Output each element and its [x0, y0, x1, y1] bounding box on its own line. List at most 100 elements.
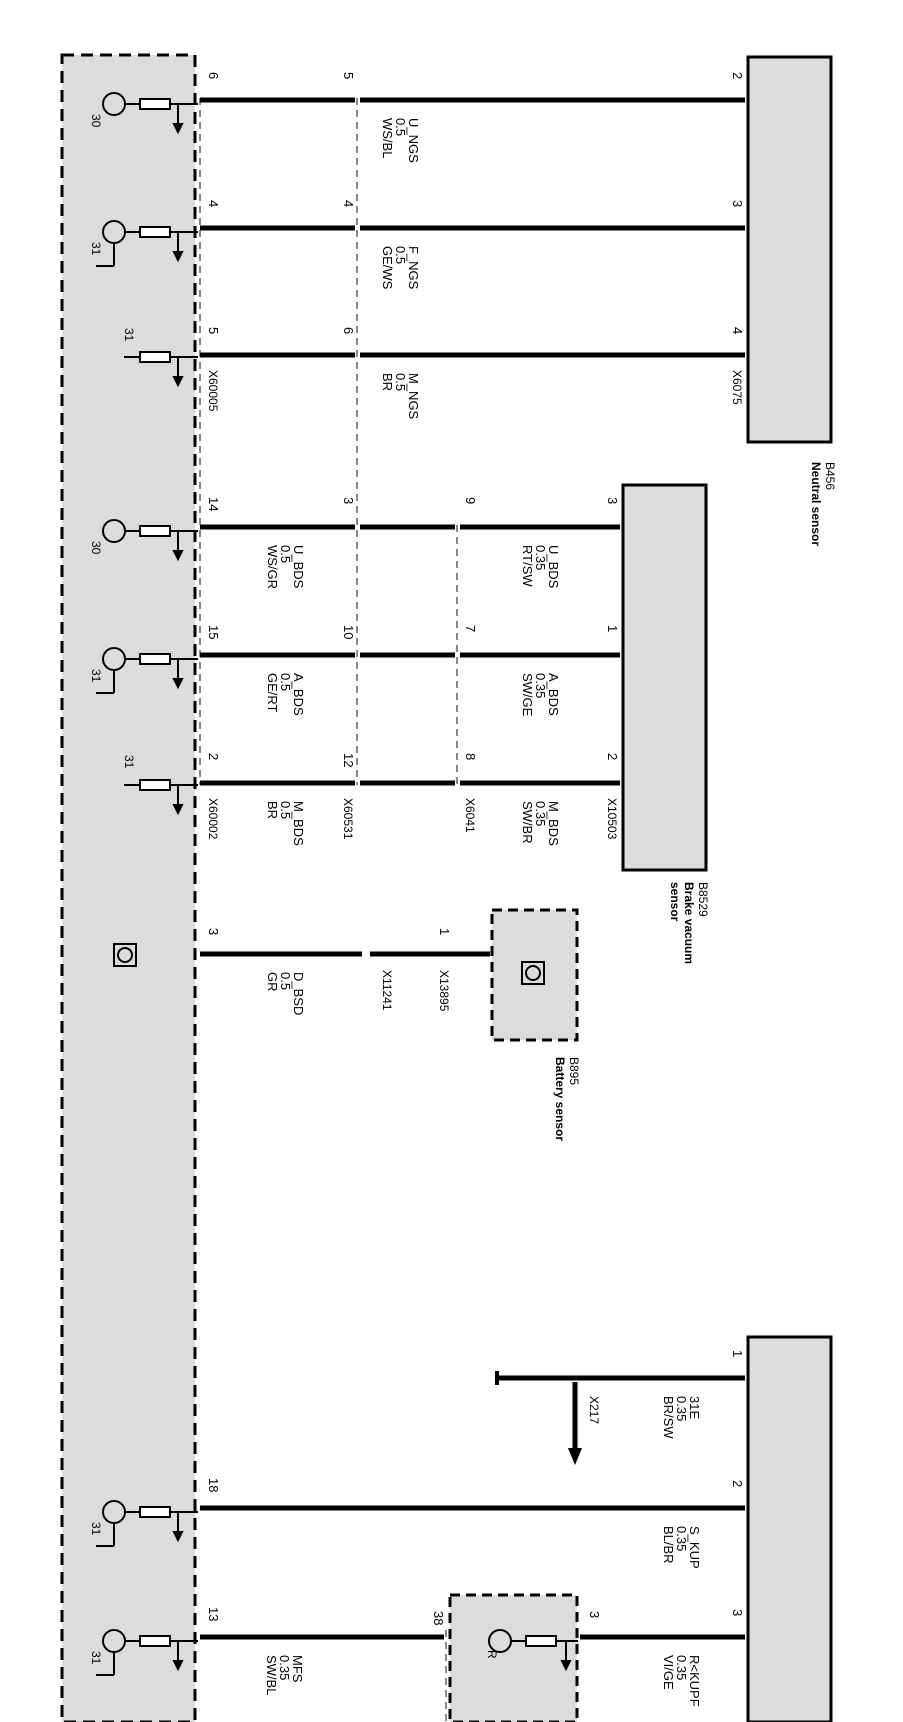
wire-color-label: BR: [380, 373, 395, 391]
pin-mid-label: 3: [341, 497, 356, 504]
bottom-component-block: [746, 1335, 833, 1722]
connector-x217: X217: [587, 1396, 601, 1424]
pin-right-label: 4: [730, 327, 745, 334]
wire-color-label: GE/WS: [380, 246, 395, 290]
wire-size-label: 0.35: [674, 1655, 689, 1680]
battery-sensor-block: [490, 908, 579, 1042]
diagnostic-symbol-control-unit: [113, 943, 137, 967]
wire-size-label: 0.5: [278, 801, 293, 819]
connector-x6075: X6075: [730, 370, 744, 405]
pin-right-label: 3: [730, 200, 745, 207]
neutral-sensor-block: [746, 55, 833, 444]
wire-size-label: 0.5: [278, 673, 293, 691]
pin-right-label: 1: [605, 625, 620, 632]
wire-color-label: BL/BR: [661, 1526, 676, 1564]
pin-right-label: 1: [730, 1350, 745, 1357]
pin-right-label: 2: [730, 1480, 745, 1487]
transistor-f-ngs: [96, 220, 198, 267]
pin-left-label: 4: [206, 200, 221, 207]
pin-right-label: 3: [730, 1609, 745, 1616]
supply-label: 31: [89, 669, 103, 683]
wire-color-label: GE/RT: [265, 673, 280, 713]
wire-size-label: 0.35: [277, 1655, 292, 1680]
brake-sensor-name-2: sensor: [668, 882, 682, 922]
inner-size-label: 0.35: [533, 545, 548, 570]
wire-size-label: 0.5: [393, 246, 408, 264]
inner-color-label: RT/SW: [520, 545, 535, 587]
wire-31e: [495, 1371, 745, 1465]
supply-label: 31: [89, 1651, 103, 1665]
pin-right-label: 2: [605, 753, 620, 760]
neutral-sensor-name: Neutral sensor: [809, 462, 823, 546]
supply-label: 30: [89, 541, 103, 555]
wire-name-label: D_BSD: [291, 972, 306, 1015]
transistor-a-bds: [96, 647, 198, 694]
relay-block: [448, 1593, 579, 1722]
relay-label: R: [485, 1650, 499, 1659]
pin-right-label: 1: [437, 928, 452, 935]
diagnostic-symbol-battery-sensor: [521, 961, 545, 985]
transistor-mfs: [96, 1629, 198, 1676]
pin-right-label: 2: [730, 72, 745, 79]
wire-name-label: M_NGS: [406, 373, 421, 420]
pin-left-label: 5: [206, 327, 221, 334]
pin-inner-label: 8: [463, 753, 478, 760]
connector-x11241: X11241: [380, 970, 394, 1011]
pin-mid-label: 5: [341, 72, 356, 79]
pin-mid-label: 10: [341, 625, 356, 639]
neutral-sensor-id: B456: [823, 462, 837, 490]
wire-size-label: 0.35: [674, 1526, 689, 1551]
pin-left-label: 13: [206, 1607, 221, 1621]
connector-x13895: X13895: [437, 970, 451, 1012]
pin-left-label: 18: [206, 1478, 221, 1492]
pin-right-label: 3: [605, 497, 620, 504]
supply-label: 31: [89, 242, 103, 256]
pin-mid-label: 4: [341, 200, 356, 207]
wire-name-label: 31E: [687, 1396, 702, 1419]
pin-mid-label: 6: [341, 327, 356, 334]
pin-mid-label: 38: [431, 1611, 446, 1625]
wire-name-label: R<KUPF: [687, 1655, 702, 1707]
supply-label: 31: [122, 328, 136, 342]
battery-sensor-id: B895: [567, 1057, 581, 1085]
pin-left-label: 6: [206, 72, 221, 79]
inner-color-label: SW/GE: [520, 673, 535, 717]
wire-name-label: A_BDS: [291, 673, 306, 716]
wire-color-label: WS/GR: [265, 545, 280, 589]
inner-name-label: A_BDS: [546, 673, 561, 716]
pin-mid-label: 3: [587, 1611, 602, 1618]
wire-name-label: U_BDS: [291, 545, 306, 589]
wire-size-label: 0.5: [278, 972, 293, 990]
transistor-s-kup: [96, 1500, 198, 1547]
brake-sensor-id: B8529: [696, 882, 710, 917]
supply-label: 30: [89, 114, 103, 128]
inner-size-label: 0.35: [533, 673, 548, 698]
pin-mid-label: 12: [341, 753, 356, 767]
resistor-m-bds: [124, 779, 198, 816]
wire-size-label: 0.35: [674, 1396, 689, 1421]
inner-color-label: SW/BR: [520, 801, 535, 844]
brake-sensor-name-1: Brake vacuum: [682, 882, 696, 964]
ground-symbols: [96, 92, 578, 1676]
wire-name-label: S_KUP: [687, 1526, 702, 1569]
supply-label: 31: [122, 755, 136, 769]
wire-name-label: MFS: [290, 1655, 305, 1683]
resistor-m-ngs: [124, 351, 198, 388]
pin-inner-label: 9: [463, 497, 478, 504]
wire-size-label: 0.5: [393, 373, 408, 391]
connector-x60005: X60005: [206, 370, 220, 412]
wire-color-label: BR: [265, 801, 280, 819]
connector-x60531: X60531: [341, 798, 355, 840]
wire-size-label: 0.5: [278, 545, 293, 563]
wire-color-label: SW/BL: [264, 1655, 279, 1695]
transistor-u-bds: [102, 519, 198, 562]
wire-color-label: VI/GE: [661, 1655, 676, 1690]
pin-left-label: 15: [206, 625, 221, 639]
wire-color-label: BR/SW: [661, 1396, 676, 1439]
connector-x10503: X10503: [605, 798, 619, 840]
wire-name-label: F_NGS: [406, 246, 421, 290]
pin-left-label: 3: [206, 928, 221, 935]
wire-name-label: M_BDS: [291, 801, 306, 846]
